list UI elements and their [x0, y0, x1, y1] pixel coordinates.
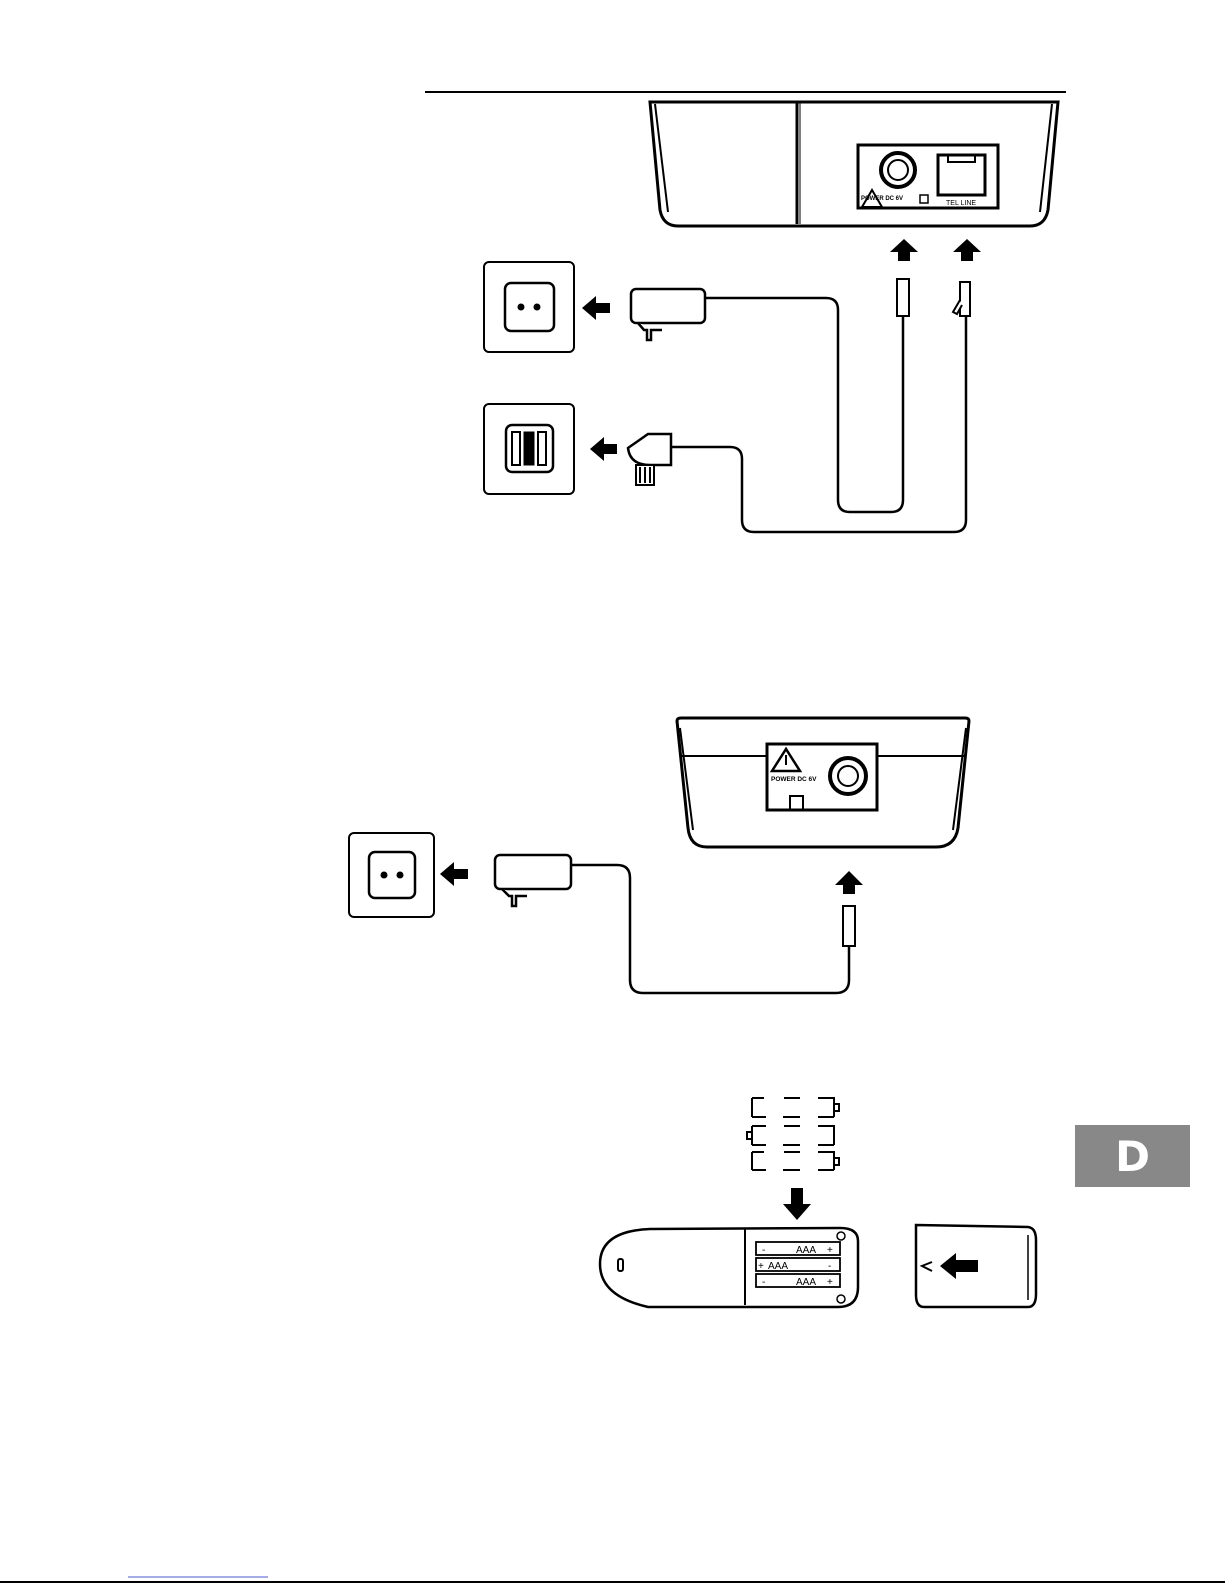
section-tab: D — [1075, 1125, 1190, 1187]
wall-power-socket — [484, 262, 574, 352]
battery-1-minus: - — [762, 1245, 765, 1256]
arrow-left-icon — [582, 296, 610, 320]
base-tel-line-label: TEL LINE — [946, 200, 976, 207]
dc-power-plug — [897, 279, 909, 316]
power-adapter — [631, 289, 705, 340]
telephone-cable — [671, 316, 966, 532]
arrow-left-icon — [590, 437, 617, 461]
battery-2-plus: + — [758, 1261, 764, 1272]
battery-2-minus: - — [828, 1261, 831, 1272]
loose-batteries — [747, 1098, 839, 1170]
handset-battery-compartment — [600, 1228, 858, 1307]
battery-3-type: AAA — [796, 1277, 816, 1288]
rj11-telephone-plug — [953, 282, 970, 316]
arrow-up-icon — [835, 871, 863, 894]
power-cable — [705, 298, 903, 512]
charger-power-cable — [571, 865, 849, 993]
battery-1-plus: + — [827, 1245, 833, 1256]
wall-power-socket-charger — [349, 833, 434, 917]
arrow-left-icon — [440, 862, 468, 886]
charger-power-label: POWER DC 6V — [771, 776, 817, 783]
arrow-down-icon — [783, 1188, 811, 1220]
battery-1-type: AAA — [796, 1245, 816, 1256]
arrow-up-icon — [890, 239, 918, 261]
arrow-up-icon — [953, 239, 981, 261]
charger-power-adapter — [495, 855, 571, 906]
battery-2-type: AAA — [768, 1261, 788, 1272]
battery-3-plus: + — [827, 1277, 833, 1288]
base-power-label: POWER DC 6V — [861, 196, 903, 202]
battery-3-minus: - — [762, 1277, 765, 1288]
telephone-wall-socket — [484, 404, 574, 494]
tae-telephone-plug — [628, 434, 671, 485]
charger-dc-plug — [843, 906, 855, 946]
